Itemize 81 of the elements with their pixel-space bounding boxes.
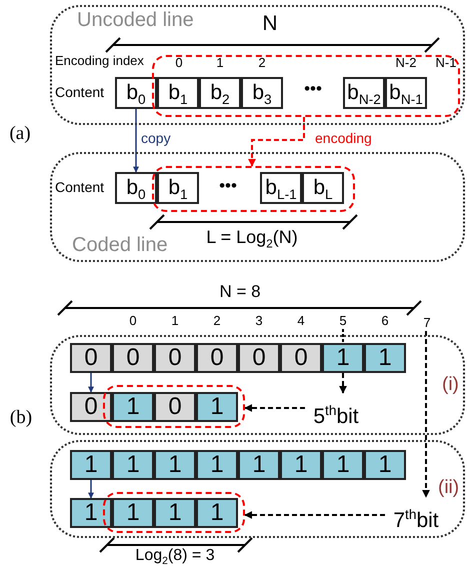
arrow xyxy=(88,373,94,393)
dashed-outline xyxy=(103,492,245,533)
bit-label: 5$^{th}$bit xyxy=(305,393,367,425)
panel-title: Coded line xyxy=(72,234,168,256)
bit-cell: 1 xyxy=(112,392,154,422)
bit-cell: 0 xyxy=(154,343,196,373)
dotted-panel xyxy=(50,152,465,262)
bit-cell: 1 xyxy=(154,498,196,528)
dotted-panel xyxy=(50,335,465,435)
bit-cell: 1 xyxy=(196,392,238,422)
edge-label: encoding xyxy=(315,131,372,146)
index-label: 5 xyxy=(339,314,347,328)
arrow xyxy=(244,404,305,412)
index-label: 4 xyxy=(297,314,305,328)
bit-cell: 1 xyxy=(364,450,406,480)
index-label: 1 xyxy=(171,314,179,328)
index-label: N-1 xyxy=(436,56,456,70)
bit-cell: b$_{1}$ xyxy=(157,77,199,109)
arrow xyxy=(133,109,139,173)
bit-cell: b$_{N-2}$ xyxy=(343,77,385,109)
bit-cell: 0 xyxy=(238,343,280,373)
dimension-label: N xyxy=(262,12,278,36)
row-label: Content xyxy=(55,85,104,100)
arrow xyxy=(244,511,385,519)
bit-cell: 1 xyxy=(70,498,112,528)
bit-cell: 1 xyxy=(280,450,322,480)
dotted-panel xyxy=(50,440,465,538)
bit-cell: b$_{L-1}$ xyxy=(260,172,302,204)
arrow xyxy=(248,117,305,167)
row-label: Encoding index xyxy=(55,54,144,68)
bit-cell: 1 xyxy=(112,450,154,480)
bit-cell: 0 xyxy=(112,343,154,373)
bit-cell: b$_{0}$ xyxy=(115,77,157,109)
bit-cell: 0 xyxy=(70,392,112,422)
bit-cell: b$_{2}$ xyxy=(199,77,241,109)
index-label: 6 xyxy=(381,314,389,328)
index-label: N-2 xyxy=(396,56,416,70)
bit-cell: 1 xyxy=(154,450,196,480)
index-label: 0 xyxy=(175,56,183,70)
bit-cell: 1 xyxy=(112,498,154,528)
index-label: 2 xyxy=(213,314,221,328)
panel-label: (a) xyxy=(9,124,31,145)
panel-title: (ii) xyxy=(438,478,460,499)
bit-cell: b$_{N-1}$ xyxy=(385,77,427,109)
index-label: 3 xyxy=(255,314,263,328)
bit-label: 7$^{th}$bit xyxy=(385,497,447,529)
bit-cell: 1 xyxy=(364,343,406,373)
row-label: Content xyxy=(55,180,104,196)
panel-title: Uncoded line xyxy=(77,9,194,31)
bit-cell: 1 xyxy=(196,450,238,480)
ellipsis: ••• xyxy=(304,80,322,99)
index-label: 1 xyxy=(216,56,224,70)
bit-cell: 1 xyxy=(322,450,364,480)
dimension-label: Log$_{2}$(8) = 3 xyxy=(135,547,215,568)
arrow xyxy=(88,480,94,499)
ellipsis: ••• xyxy=(219,177,237,196)
dimension-label: L = Log$_{2}$(N) xyxy=(206,228,298,252)
bit-cell: b$_{1}$ xyxy=(157,172,199,204)
bit-cell: 1 xyxy=(322,343,364,373)
bit-cell: b$_{3}$ xyxy=(241,77,283,109)
bit-cell: 0 xyxy=(154,392,196,422)
dashed-outline xyxy=(152,166,355,212)
bit-cell: 0 xyxy=(70,343,112,373)
bit-cell: b$_{0}$ xyxy=(115,172,157,204)
dimension-label: N = 8 xyxy=(219,283,261,302)
arrow xyxy=(422,331,430,498)
panel-title: (i) xyxy=(442,375,459,396)
index-label: 2 xyxy=(258,56,266,70)
dashed-outline xyxy=(152,55,460,117)
bit-cell: 1 xyxy=(196,498,238,528)
dotted-panel xyxy=(50,5,465,125)
bit-cell: b$_{L}$ xyxy=(302,172,344,204)
panel-label: (b) xyxy=(10,408,32,429)
bit-cell: 0 xyxy=(196,343,238,373)
bit-cell: 1 xyxy=(238,450,280,480)
index-label: 0 xyxy=(129,314,137,328)
bit-cell: 0 xyxy=(280,343,322,373)
dashed-outline xyxy=(103,385,245,428)
arrow xyxy=(339,373,347,394)
index-label: 7 xyxy=(420,315,434,331)
bit-cell: 1 xyxy=(70,450,112,480)
